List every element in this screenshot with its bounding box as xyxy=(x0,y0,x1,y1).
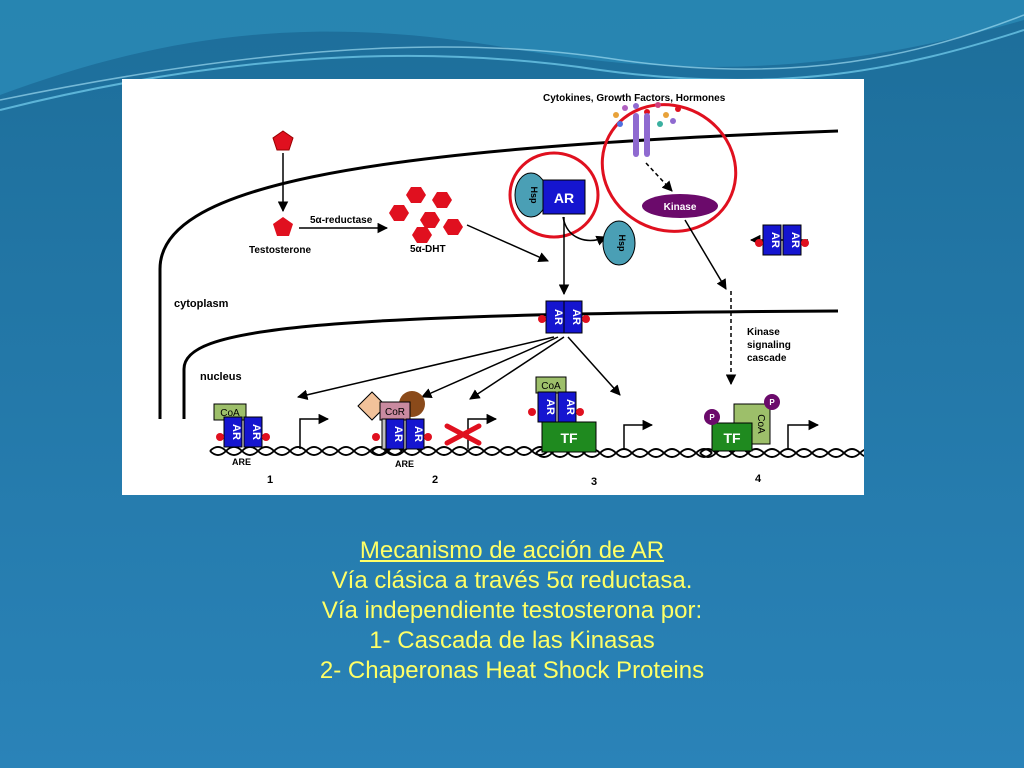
blocked-x-icon xyxy=(444,423,482,446)
ar-dimer-1 xyxy=(223,416,243,448)
scenario-number-1: 1 xyxy=(267,474,273,486)
cytokine-dots xyxy=(613,102,681,127)
svg-text:AR: AR xyxy=(789,232,801,248)
phospho-2 xyxy=(764,394,780,410)
testosterone-molecule xyxy=(273,217,293,236)
hsp-ar-highlight xyxy=(508,151,600,239)
svg-text:CoA: CoA xyxy=(541,381,561,392)
svg-text:CoA: CoA xyxy=(220,408,240,419)
ar-dimer-2 xyxy=(385,418,405,450)
caption-line-2: Vía independiente testosterona por: xyxy=(321,597,703,624)
kinase-highlight xyxy=(600,103,738,233)
are-label-1: ARE xyxy=(232,457,251,467)
dna-strands xyxy=(209,446,877,458)
diagram-canvas: Cytokines, Growth Factors, Hormones cyto… xyxy=(158,93,877,488)
svg-text:TF: TF xyxy=(723,430,741,446)
svg-text:AR: AR xyxy=(564,399,576,415)
svg-text:TF: TF xyxy=(560,430,578,446)
nuclear-envelope xyxy=(182,309,839,419)
svg-text:AR: AR xyxy=(544,399,556,415)
svg-text:AR: AR xyxy=(552,309,564,325)
testosterone-label: Testosterone xyxy=(249,245,311,256)
phospho-1 xyxy=(704,409,720,425)
cytokines-label: Cytokines, Growth Factors, Hormones xyxy=(543,93,726,104)
caption-title: Mecanismo de acción de AR xyxy=(359,537,665,564)
dht-label: 5α-DHT xyxy=(410,244,446,255)
kinase-label: Kinase xyxy=(664,202,697,213)
svg-text:AR: AR xyxy=(392,426,404,442)
svg-text:AR: AR xyxy=(769,232,781,248)
hsp-released xyxy=(602,220,636,266)
tf-4 xyxy=(711,422,753,452)
hsp-released-label: Hsp xyxy=(617,234,627,252)
cytokine-receptor xyxy=(633,113,639,157)
scenario-number-2: 2 xyxy=(432,474,438,486)
svg-text:P: P xyxy=(769,398,775,407)
scenario-number-4: 4 xyxy=(755,473,762,485)
svg-text:CoA: CoA xyxy=(755,414,766,434)
dht-molecules xyxy=(389,187,463,243)
tf-3 xyxy=(541,421,597,453)
caption-line-1: Vía clásica a través 5α reductasa. xyxy=(331,567,693,594)
reductase-label: 5α-reductase xyxy=(310,215,373,226)
scenario-number-3: 3 xyxy=(591,476,597,488)
svg-text:P: P xyxy=(709,413,715,422)
hsp-label: Hsp xyxy=(529,186,539,204)
ar-receptor xyxy=(542,179,586,215)
nucleus-label: nucleus xyxy=(200,371,242,383)
kinase-enzyme xyxy=(642,194,718,218)
caption-line-4: 2- Chaperonas Heat Shock Proteins xyxy=(319,657,705,684)
slide-caption: Mecanismo de acción de AR Vía clásica a … xyxy=(0,536,1024,686)
testosterone-molecule-top xyxy=(272,130,294,151)
svg-text:AR: AR xyxy=(570,309,582,325)
ar-label: AR xyxy=(554,190,574,206)
svg-text:AR: AR xyxy=(250,424,262,440)
svg-text:CoR: CoR xyxy=(385,407,405,418)
caption-line-3: 1- Cascada de las Kinasas xyxy=(369,627,655,654)
cytoplasm-label: cytoplasm xyxy=(174,298,229,310)
ar-mechanism-diagram: Cytokines, Growth Factors, Hormones cyto… xyxy=(122,79,877,495)
svg-text:AR: AR xyxy=(230,424,242,440)
svg-text:AR: AR xyxy=(412,426,424,442)
ar-dimer-cytoplasm xyxy=(762,224,782,256)
are-label-2: ARE xyxy=(395,459,414,469)
kinase-cascade-label: Kinase signaling cascade xyxy=(747,327,794,364)
